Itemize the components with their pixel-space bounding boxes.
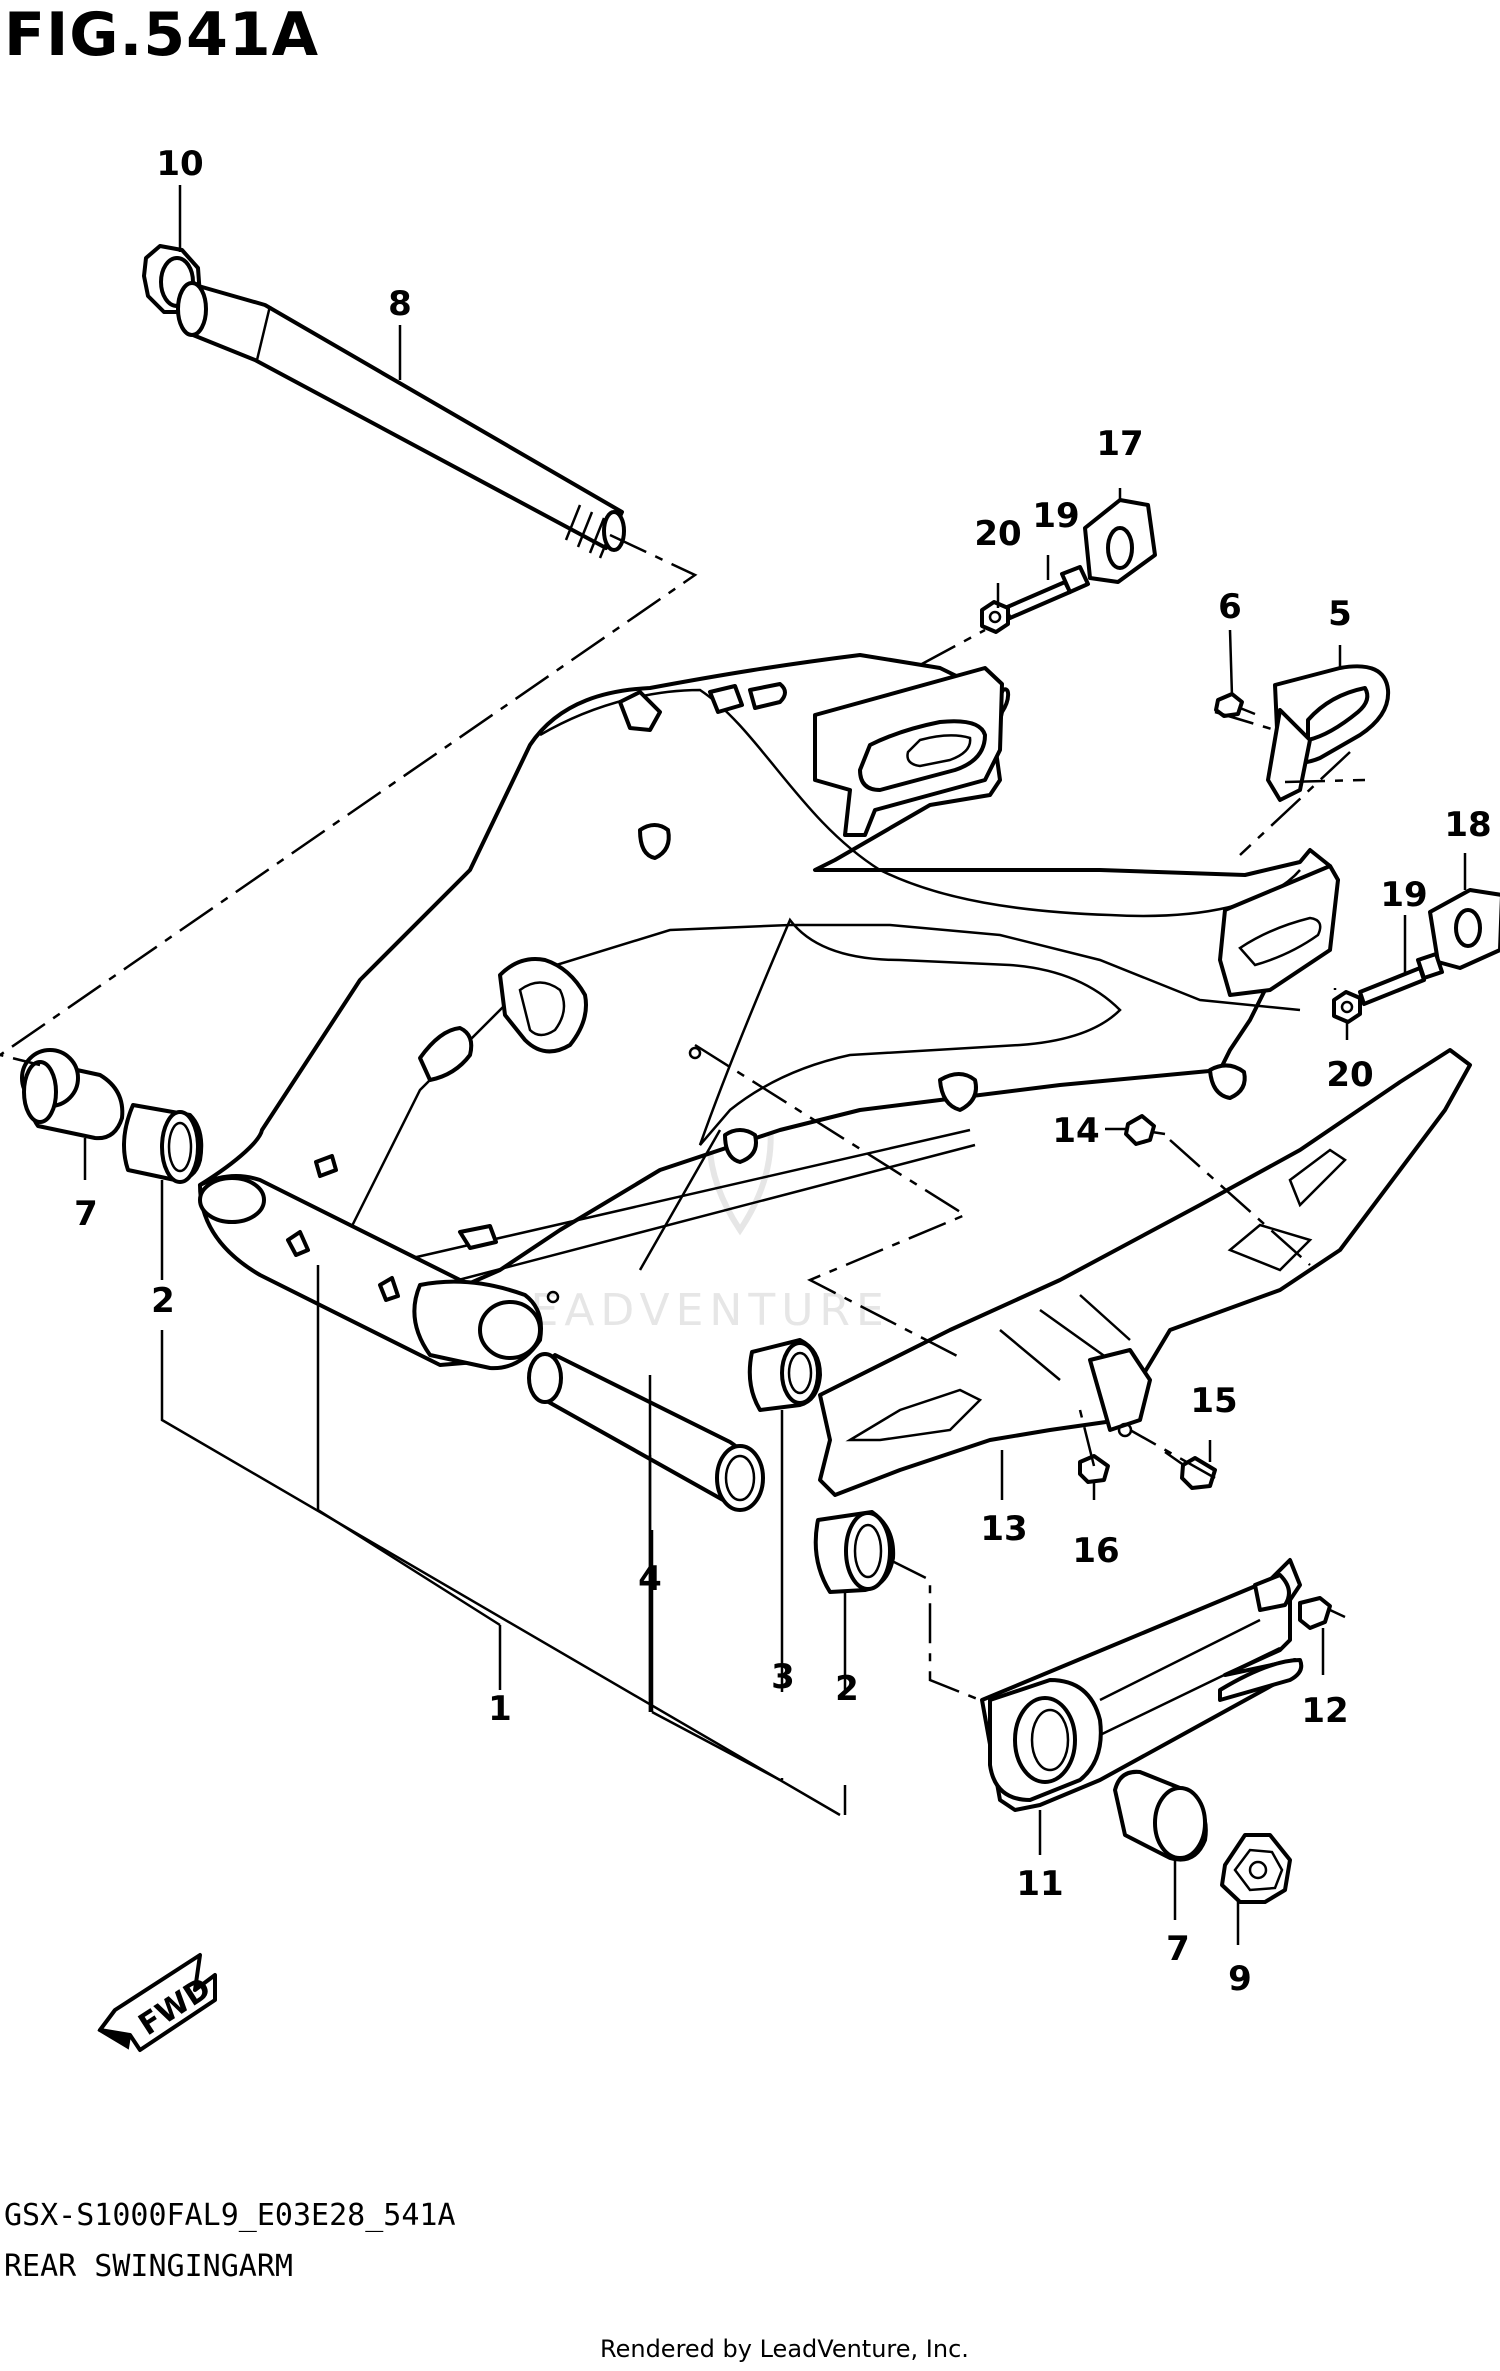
callout-9: 9 [1228,1959,1252,1999]
bearing-part-2-left[interactable] [122,1103,204,1184]
bolt-part-15[interactable] [1164,1450,1217,1490]
rendered-by-credit: Rendered by LeadVenture, Inc. [600,2335,969,2363]
callout-15: 15 [1190,1381,1237,1421]
callout-3: 3 [771,1657,795,1697]
callout-4: 4 [638,1559,662,1599]
callout-20-lower: 20 [1326,1055,1373,1095]
watermark-text: LEADVENTURE [500,1285,890,1336]
callout-13: 13 [980,1509,1027,1549]
bolt-part-12[interactable] [1298,1596,1346,1630]
bearing-part-2-right[interactable] [813,1510,896,1594]
callout-16: 16 [1072,1531,1119,1571]
callout-19-upper: 19 [1032,496,1079,536]
callout-14: 14 [1052,1111,1099,1151]
callout-2-right: 2 [835,1669,859,1709]
callout-6: 6 [1218,587,1242,627]
callout-8: 8 [388,284,412,324]
figure-name: REAR SWINGINGARM [4,2249,293,2284]
callout-18: 18 [1444,805,1491,845]
collar-part-7-left[interactable] [20,1048,125,1141]
screw-part-6[interactable] [1214,692,1256,718]
assembly-lines [0,533,1366,1702]
nut-part-20-lower[interactable] [1332,990,1362,1024]
callout-2-left: 2 [151,1281,175,1321]
forward-direction-arrow: FWD [97,1953,217,2052]
callout-17: 17 [1096,424,1143,464]
figure-title: FIG.541A [4,0,320,70]
callout-11: 11 [1016,1864,1063,1904]
chain-guide-plate-part-5[interactable] [1266,664,1391,802]
screw-part-16[interactable] [1078,1454,1110,1484]
callout-7-left: 7 [74,1194,98,1234]
flange-nut-part-9[interactable] [1220,1833,1292,1904]
nut-part-20-upper[interactable] [980,600,1010,634]
adjuster-bolt-part-19-lower[interactable] [1358,952,1444,1006]
callout-5: 5 [1328,594,1352,634]
screw-part-14[interactable] [1124,1114,1166,1146]
callout-7-right: 7 [1166,1929,1190,1969]
chain-slider-part-11[interactable] [980,1558,1304,1812]
swingarm-part-1[interactable] [198,653,1340,1371]
callout-labels: 10 8 17 19 20 6 5 18 19 20 14 15 13 16 1… [74,144,1492,1999]
pivot-shaft-part-8[interactable] [176,281,626,559]
figure-code: GSX-S1000FAL9_E03E28_541A [4,2198,456,2233]
leadventure-watermark: LEADVENTURE [500,1057,890,1336]
leader-lines [83,185,1467,1945]
callout-10: 10 [156,144,203,184]
adjuster-block-part-17[interactable] [1083,498,1157,584]
callout-20-upper: 20 [974,514,1021,554]
callout-19-lower: 19 [1380,875,1427,915]
chain-cover-part-13[interactable] [818,1048,1472,1497]
callout-12: 12 [1301,1691,1348,1731]
collar-part-7-right[interactable] [1113,1769,1208,1862]
collar-pipe-part-4[interactable] [527,1352,765,1512]
adjuster-block-part-18[interactable] [1428,888,1500,970]
callout-1: 1 [488,1689,512,1729]
bearing-part-3[interactable] [747,1338,822,1412]
adjuster-bolt-part-19-upper[interactable] [1003,565,1090,620]
